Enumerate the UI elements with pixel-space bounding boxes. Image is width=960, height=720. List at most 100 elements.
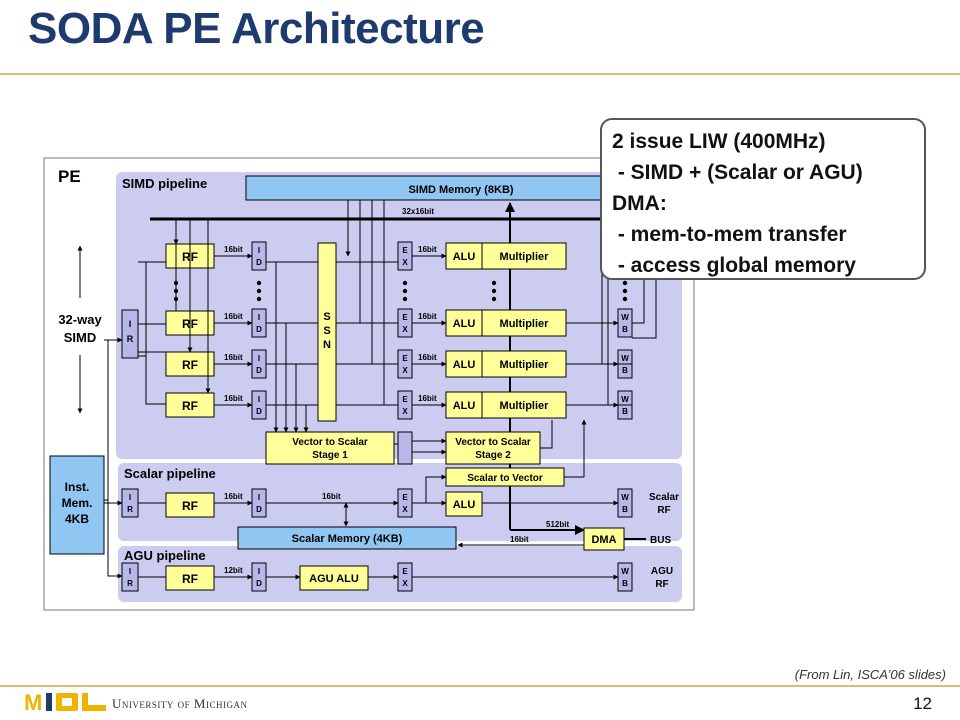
v2s-pipe-reg bbox=[397, 431, 413, 465]
dma-bit512-label: 512bit bbox=[546, 520, 569, 529]
scalar-pipeline-label: Scalar pipeline bbox=[124, 466, 216, 481]
bus-label: BUS bbox=[650, 535, 671, 546]
callout-line: - SIMD + (Scalar or AGU) bbox=[612, 161, 863, 184]
bit-width-label: 16bit bbox=[224, 394, 243, 403]
svg-text:B: B bbox=[622, 325, 628, 334]
ir-fanout bbox=[138, 261, 147, 340]
svg-text:D: D bbox=[256, 505, 262, 514]
callout-line: DMA: bbox=[612, 192, 667, 215]
ssn-label: S bbox=[323, 311, 330, 323]
inst-mem-label-3: 4KB bbox=[65, 512, 89, 526]
svg-text:X: X bbox=[402, 325, 408, 334]
agu-rf-label: RF bbox=[182, 572, 198, 586]
v2s-stage2-block bbox=[445, 431, 541, 465]
svg-text:W: W bbox=[621, 493, 629, 502]
multiplier-block bbox=[481, 242, 567, 270]
scalar-rf-block bbox=[165, 492, 215, 518]
inst-mem-feed-agu bbox=[107, 500, 123, 579]
ssn-connections bbox=[266, 219, 398, 433]
svg-text:D: D bbox=[256, 258, 262, 267]
scalar-alu-block bbox=[445, 491, 483, 517]
scalar-wb-block bbox=[617, 488, 633, 518]
alu-block bbox=[445, 350, 483, 378]
multiplier-block bbox=[481, 350, 567, 378]
agu-rf-block bbox=[165, 565, 215, 591]
inst-mem-label-2: Mem. bbox=[62, 496, 93, 510]
simd-width-label-2: SIMD bbox=[64, 330, 97, 345]
wb-return bbox=[607, 219, 632, 406]
alu-block bbox=[445, 242, 483, 270]
ssn-label: N bbox=[323, 339, 331, 351]
v2s-stage1-label-1: Vector to Scalar bbox=[292, 437, 368, 448]
svg-text:X: X bbox=[402, 579, 408, 588]
source-credit: (From Lin, ISCA’06 slides) bbox=[794, 667, 946, 682]
bit-width-label: 16bit bbox=[418, 245, 437, 254]
svg-text:I: I bbox=[258, 246, 260, 255]
svg-text:X: X bbox=[402, 258, 408, 267]
svg-text:X: X bbox=[402, 407, 408, 416]
alu-block bbox=[445, 391, 483, 419]
simd-memory-label: SIMD Memory (8KB) bbox=[408, 184, 513, 196]
svg-text:E: E bbox=[402, 395, 408, 404]
bit-width-label: 16bit bbox=[224, 312, 243, 321]
ssn-label: S bbox=[323, 325, 330, 337]
scalar-rf-out-label-1: Scalar bbox=[649, 492, 679, 503]
agu-alu-block bbox=[299, 565, 369, 591]
multiplier-block bbox=[481, 391, 567, 419]
bit-width-label: 12bit bbox=[224, 566, 243, 575]
svg-text:E: E bbox=[402, 313, 408, 322]
agu-alu-label: AGU ALU bbox=[309, 573, 359, 585]
svg-text:B: B bbox=[622, 579, 628, 588]
agu-rf-out-label-1: AGU bbox=[651, 566, 673, 577]
svg-text:R: R bbox=[127, 579, 133, 588]
dma-label: DMA bbox=[591, 534, 616, 546]
svg-text:E: E bbox=[402, 567, 408, 576]
svg-text:I: I bbox=[258, 313, 260, 322]
pe-label: PE bbox=[58, 167, 81, 186]
callout-line: 2 issue LIW (400MHz) bbox=[612, 130, 826, 153]
simd-lane-3: RF 16bit ID EX 16bit ALU Multiplier WB bbox=[138, 349, 633, 379]
svg-text:D: D bbox=[256, 366, 262, 375]
scalar-memory-block bbox=[237, 526, 457, 550]
agu-wb-block bbox=[617, 562, 633, 592]
inst-mem-label-1: Inst. bbox=[65, 480, 90, 494]
multiplier-label: Multiplier bbox=[500, 251, 550, 263]
v2s-stage1-label-2: Stage 1 bbox=[312, 450, 348, 461]
agu-rf-out-label-2: RF bbox=[655, 579, 668, 590]
svg-text:W: W bbox=[621, 313, 629, 322]
svg-text:B: B bbox=[622, 366, 628, 375]
callout-line: - mem-to-mem transfer bbox=[612, 223, 847, 246]
svg-text:I: I bbox=[258, 567, 260, 576]
callout-box: 2 issue LIW (400MHz) - SIMD + (Scalar or… bbox=[600, 118, 926, 280]
scalar-alu-label: ALU bbox=[453, 499, 476, 511]
bit-width-label: 16bit bbox=[224, 245, 243, 254]
multiplier-block bbox=[481, 309, 567, 337]
slide-title: SODA PE Architecture bbox=[28, 4, 485, 53]
alu-label: ALU bbox=[453, 251, 476, 263]
svg-text:I: I bbox=[129, 493, 131, 502]
simd-bus-width: 32x16bit bbox=[402, 207, 434, 216]
simd-lane-4: RF 16bit ID EX 16bit ALU Multiplier WB bbox=[138, 340, 633, 420]
simd-ir-block bbox=[121, 309, 139, 359]
v2s-stage2-label-1: Vector to Scalar bbox=[455, 437, 531, 448]
bit-width-label: 16bit bbox=[418, 353, 437, 362]
bit-width-label: 16bit bbox=[418, 312, 437, 321]
svg-text:D: D bbox=[256, 325, 262, 334]
simd-pipeline-label: SIMD pipeline bbox=[122, 176, 207, 191]
bit-width-label: 16bit bbox=[418, 394, 437, 403]
s2v-in bbox=[425, 474, 447, 503]
svg-text:D: D bbox=[256, 579, 262, 588]
svg-text:D: D bbox=[256, 407, 262, 416]
bit-width-label: 16bit bbox=[224, 353, 243, 362]
svg-text:W: W bbox=[621, 354, 629, 363]
v2s-stage1-block bbox=[265, 431, 395, 465]
multiplier-label: Multiplier bbox=[500, 400, 550, 412]
university-name: University of Michigan bbox=[112, 696, 248, 711]
svg-text:E: E bbox=[402, 246, 408, 255]
svg-text:M: M bbox=[24, 691, 43, 713]
scalar-memory-label: Scalar Memory (4KB) bbox=[292, 533, 403, 545]
svg-text:I: I bbox=[129, 567, 131, 576]
svg-text:E: E bbox=[402, 493, 408, 502]
micl-logo: M bbox=[22, 691, 108, 713]
id-block bbox=[251, 241, 267, 271]
